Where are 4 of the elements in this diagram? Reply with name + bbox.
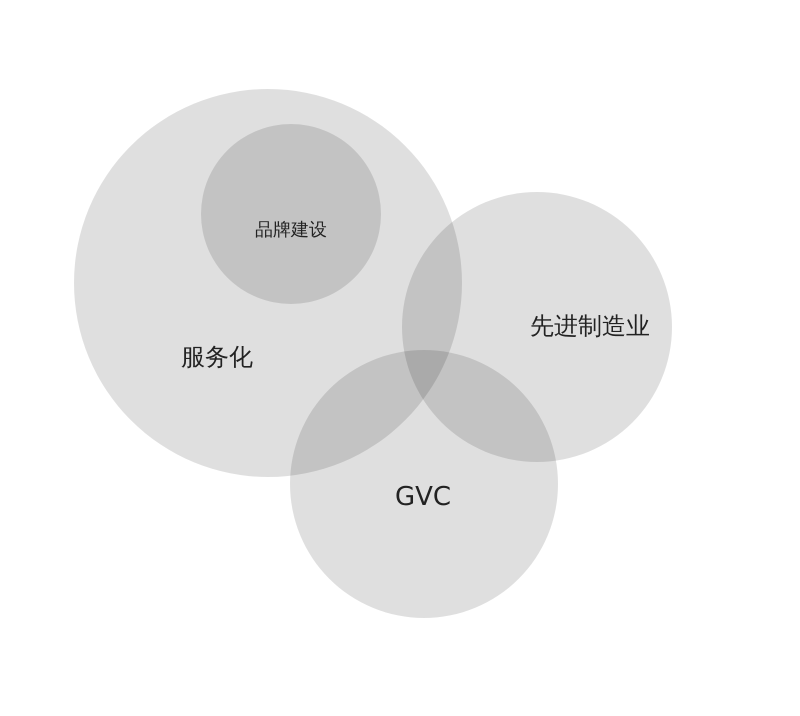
circle-label: GVC <box>394 483 452 513</box>
circle-label: 服务化 <box>181 344 253 372</box>
circle-label: 先进制造业 <box>530 313 650 341</box>
circle-label: 品牌建设 <box>255 220 327 242</box>
